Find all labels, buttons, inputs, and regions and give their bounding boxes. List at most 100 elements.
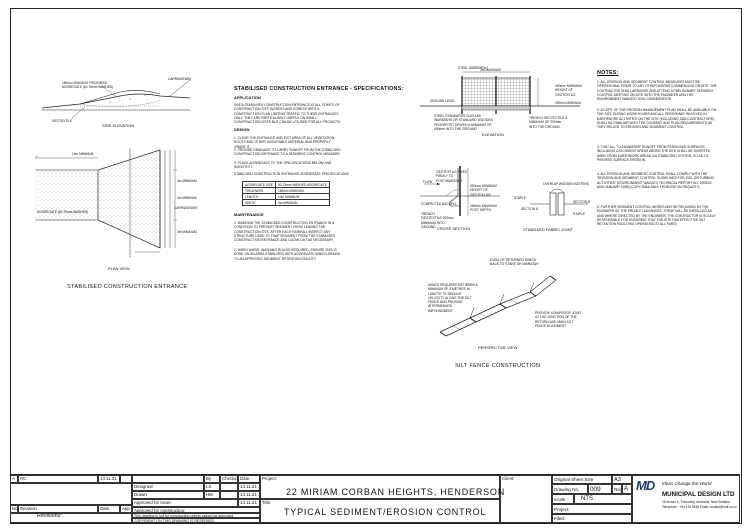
rev-value: A xyxy=(622,484,632,494)
steel-standards-label: STEEL STANDARDS SUCH AS WARATAHS OR STAN… xyxy=(434,114,493,131)
title-block: A RC 14.11.21 No. Revision Date App. Rev… xyxy=(10,474,740,523)
plan-carriageway-label: CARRIAGEWAY xyxy=(174,206,198,210)
flow-label: FLOW xyxy=(423,180,433,184)
drawn-checked xyxy=(220,491,238,499)
perspective-view-drawing xyxy=(439,275,557,337)
design-item-1: 1. CLEAR THE ENTRANCE AND EXIT AREA OF A… xyxy=(234,136,336,149)
maintenance-heading: MAINTENANCE xyxy=(234,212,264,217)
note-item-5: 5. FURTHER SEDIMENT CONTROL WORKS MAY BE… xyxy=(597,205,716,227)
revision-date: 14.11.21 xyxy=(98,475,120,483)
plan-aggregate-label: AGGREGATE (50-75mm WASHED) xyxy=(37,210,89,214)
copyright-text: COPYRIGHT ON THIS DRAWING IS RESERVED xyxy=(132,518,260,523)
drawn-by: HM xyxy=(204,491,220,499)
sheet-size-label: Original Sheet Size xyxy=(552,475,612,484)
post-spacing-label: 2m MAXIMUM xyxy=(480,68,501,72)
company-address: 16 Mona Ln, Ponsonby, Auckland, New Zeal… xyxy=(662,500,730,504)
silt-fence-caption: SILT FENCE CONSTRUCTION xyxy=(455,363,541,369)
project-label: Project: xyxy=(262,476,277,481)
note-item-1: 1. ALL EROSION AND SEDIMENT CONTROL MEAS… xyxy=(597,80,717,102)
compacted-backfill-label: COMPACTED BACKFILL xyxy=(421,202,458,206)
company-logo: MD xyxy=(636,478,655,493)
carriageway-label: CARRIAGEWAY xyxy=(168,77,192,81)
plan-view-drawing xyxy=(34,148,177,258)
rev-label: Rev. xyxy=(612,484,622,494)
date-header: Date xyxy=(238,475,260,483)
side-elevation-title: SIDE ELEVATION xyxy=(102,123,135,128)
drawing-no-value: 009 xyxy=(588,484,612,494)
maintenance-item-1: 1. MAINTAIN THE STABILISED CONSTRUCTION … xyxy=(234,221,336,243)
drawn-label: Drawn xyxy=(132,491,204,499)
rev-header-no: No. xyxy=(10,505,18,513)
designed-date: 14.11.21 xyxy=(238,483,260,491)
geotextile-label: GEOTEXTILE xyxy=(52,119,73,123)
client-box xyxy=(500,475,552,523)
table-cell: 4m MINIMUM xyxy=(274,199,330,206)
maintenance-item-2: 2. WHEN WHEEL WASHING IS ALSO REQUIRED, … xyxy=(234,248,341,261)
drawing-no-label: Drawing No. xyxy=(552,484,588,494)
overlap-battens-label: OVERLAP WOODEN BATTENS xyxy=(543,182,589,186)
disclaimer-text: This drawing is not for construction unl… xyxy=(132,513,260,518)
cross-section-drawing xyxy=(420,166,500,216)
note-item-3: 3. THAT ALL "CLEANWATER" RUNOFF FROM STA… xyxy=(597,145,711,162)
approved-issue-label: Approved for issue: xyxy=(132,499,238,507)
approved-issue-date: 14.11.21 xyxy=(238,499,260,507)
design-item-3: 3. PLACE AGGREGATE TO THE SPECIFICATIONS… xyxy=(234,161,332,170)
designed-by: LS xyxy=(204,483,220,491)
project-box xyxy=(260,475,500,499)
geotextile-height-cross-label: 400mm MINIMUM HEIGHT OF GEOTEXTILE xyxy=(470,184,497,197)
width-min-label-b: 3m MINIMUM xyxy=(177,230,197,234)
revisions-label: Revisions: xyxy=(10,513,132,523)
silt-elevation-title: ELEVATION xyxy=(482,132,504,137)
sheet-size-value: A3 xyxy=(612,475,632,484)
company-contact: Telephone : +64 476 5938 Email: contact@… xyxy=(662,505,737,509)
company-logo-box xyxy=(632,475,740,523)
revision-desc: RC xyxy=(18,475,98,483)
geotextile-fixed-label: GEOTEXTILE FIXED FIRMLY TO POST/WARATAH xyxy=(436,170,468,183)
checked-header: Checked xyxy=(220,475,238,483)
trench-geotextile-cross-label: TRENCH GEOTEXTILE 200mm MINIMUM INTO GRO… xyxy=(421,212,454,229)
notes-title: NOTES: xyxy=(597,70,619,76)
aggregate-thickness-label: 150mm MINIMUM THICKNESS AGGREGATE (50-75… xyxy=(62,81,114,90)
stabilised-entrance-caption: STABILISED CONSTRUCTION ENTRANCE xyxy=(67,284,188,290)
title-label: Title: xyxy=(262,500,272,505)
plan-view-title: PLAN VIEW xyxy=(108,266,130,271)
ground-level-label: GROUND LEVEL xyxy=(430,99,455,103)
perspective-view-title: PERSPECTIVE VIEW xyxy=(478,345,518,350)
application-heading: APPLICATION xyxy=(234,95,261,100)
rev-header-date: Date xyxy=(98,505,120,513)
rev-header-app: App. xyxy=(120,505,132,513)
note-item-4: 4. ALL EROSION AND SEDIMENT CONTROL SHAL… xyxy=(597,172,715,189)
designed-label: Designed xyxy=(132,483,204,491)
note-item-2: 2. A COPY OF THE EROSION MANAGEMENT PLAN… xyxy=(597,108,717,130)
drawn-date: 14.11.21 xyxy=(238,491,260,499)
client-label: Client: xyxy=(502,476,515,481)
returned-wings-label: ENDS OF RETURNED WINGS BACK TO STAKE OR … xyxy=(490,258,539,267)
design-item-2: 2. PROVIDE DRAINAGE TO CARRY RUNOFF FROM… xyxy=(234,148,341,157)
cross-section-title: CROSS SECTION xyxy=(437,226,471,231)
length-min-label: 10m MINIMUM xyxy=(72,152,94,156)
drawing-title: TYPICAL SEDIMENT/EROSION CONTROL xyxy=(284,507,487,517)
company-tagline: Ideas Change the World xyxy=(662,481,712,486)
signoff-header-blank xyxy=(132,475,204,483)
fabric-joint-title: STANDARD FABRIC JOINT xyxy=(523,227,573,232)
side-elevation-drawing xyxy=(41,79,191,119)
table-cell: WIDTH xyxy=(242,199,276,206)
trench-geotextile-label: TRENCH GEOTEXTILE A MINIMUM OF 200mm INT… xyxy=(529,116,568,129)
silt-fence-elevation-drawing xyxy=(420,71,580,114)
specifications-title: STABILISED CONSTRUCTION ENTRANCE - SPECI… xyxy=(234,86,404,92)
entrance-width-label: 4m MINIMUM xyxy=(177,196,197,200)
trench-depth-label: 200mm MINIMUM xyxy=(555,101,581,105)
filed-label: Filed: xyxy=(552,514,632,523)
revision-app xyxy=(120,475,132,483)
width-min-label-a: 3m MINIMUM xyxy=(177,179,197,183)
project2-label: Project: xyxy=(552,504,632,514)
design-heading: DESIGN xyxy=(234,127,250,132)
rev-header-revision: Revision xyxy=(18,505,98,513)
fabric-joint-drawing xyxy=(530,188,588,216)
staple-label-a: STAPLE xyxy=(514,196,526,200)
wings-required-label: WINGS REQUIRED BETWEEN A MINIMUM OF 3 ME… xyxy=(428,283,478,313)
post-depth-label: 400mm MINIMUM POST DEPTH xyxy=(470,204,497,213)
scale-value: NTS xyxy=(574,494,632,504)
